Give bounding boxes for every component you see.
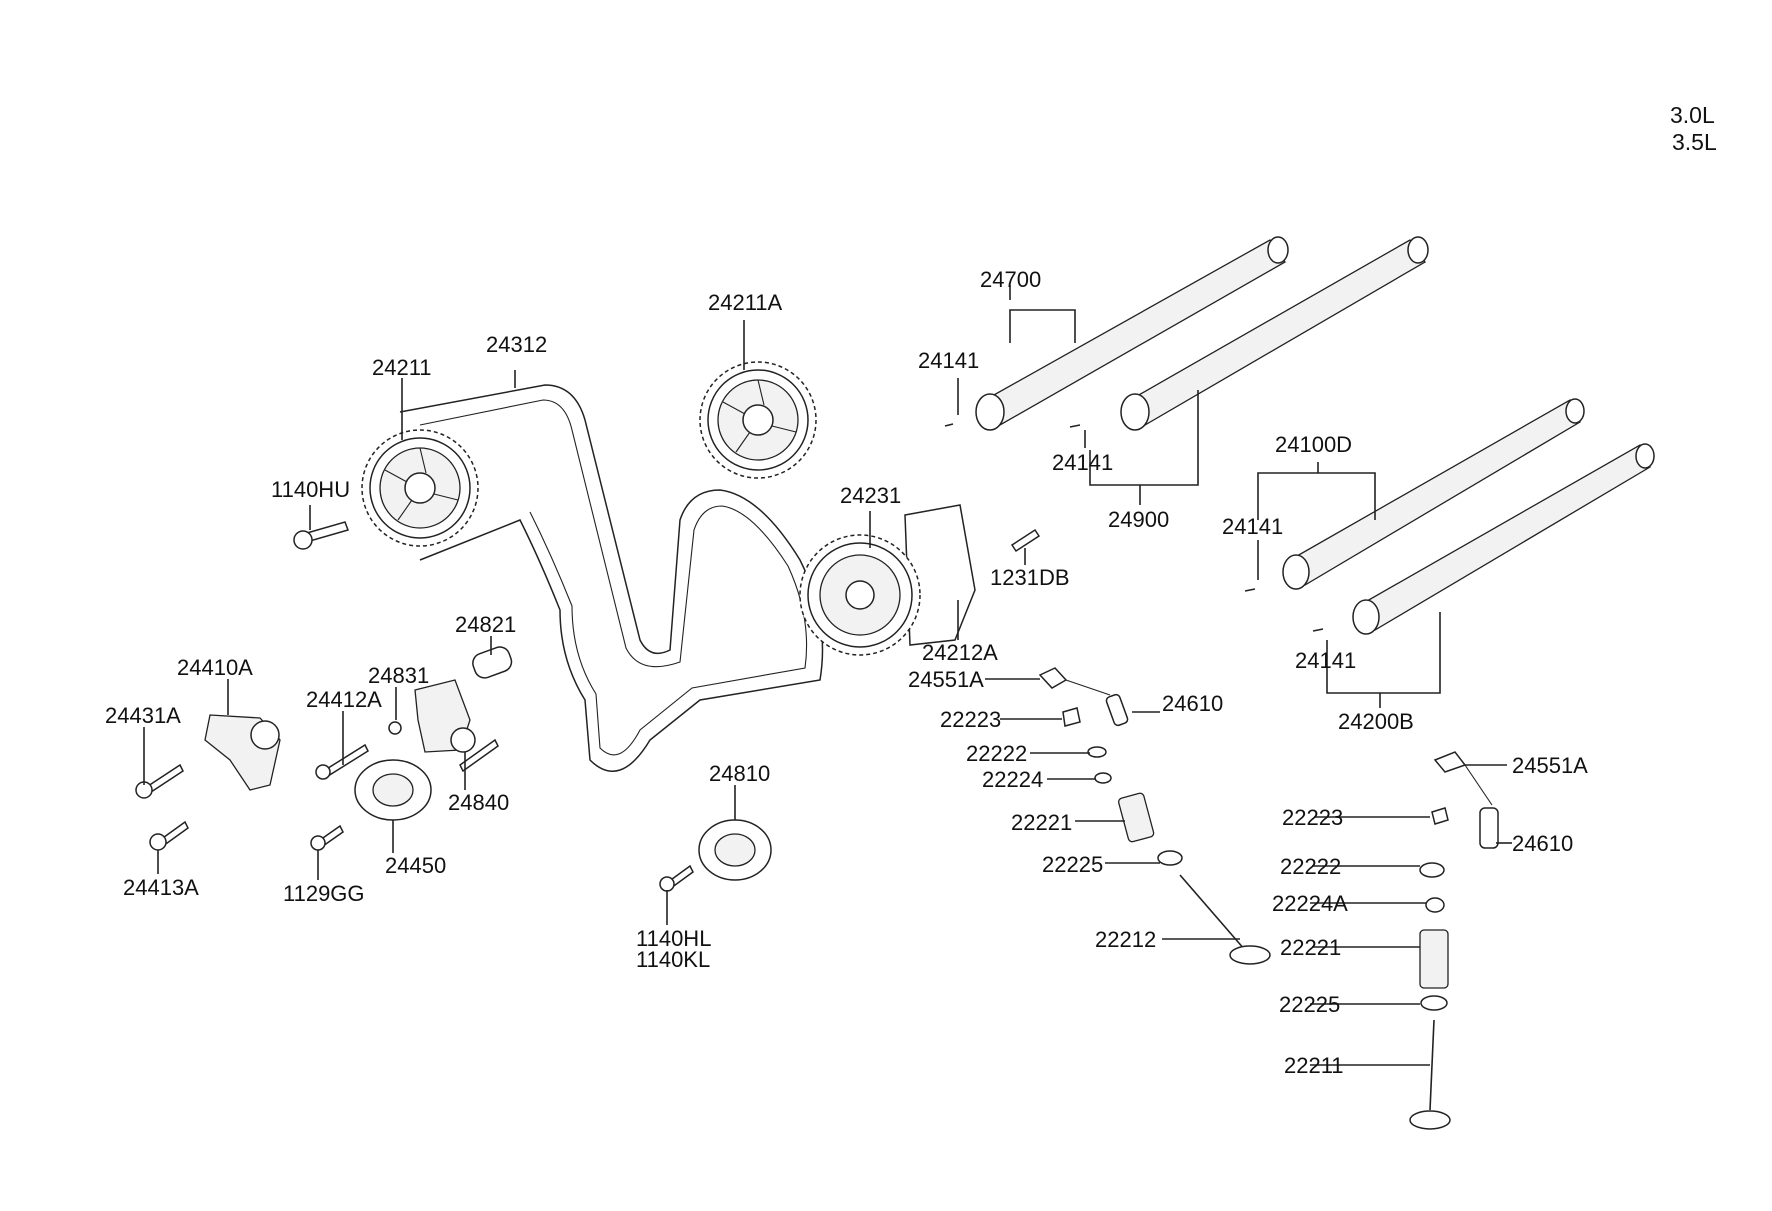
label-24840[interactable]: 24840 (448, 790, 509, 815)
label-22223-a[interactable]: 22223 (940, 707, 1001, 732)
label-24450[interactable]: 24450 (385, 853, 446, 878)
label-24100d[interactable]: 24100D (1275, 432, 1352, 457)
camshaft-24100d (1282, 398, 1585, 590)
label-22221-b[interactable]: 22221 (1280, 935, 1341, 960)
label-24610-a[interactable]: 24610 (1162, 691, 1223, 716)
label-24900[interactable]: 24900 (1108, 507, 1169, 532)
crankshaft-sprocket-24231 (799, 504, 976, 656)
label-24212a[interactable]: 24212A (922, 640, 998, 665)
label-24831[interactable]: 24831 (368, 663, 429, 688)
label-24551a-b[interactable]: 24551A (1512, 753, 1588, 778)
label-1140hu[interactable]: 1140HU (271, 477, 350, 502)
valve-train-intake (1038, 667, 1271, 965)
bolts (135, 521, 1041, 892)
label-22223-b[interactable]: 22223 (1282, 805, 1343, 830)
idler-pulley-24450 (354, 759, 432, 821)
label-24231[interactable]: 24231 (840, 483, 901, 508)
tensioner-assembly (204, 646, 513, 791)
label-22221-a[interactable]: 22221 (1011, 810, 1072, 835)
label-22222-b[interactable]: 22222 (1280, 854, 1341, 879)
label-24431a[interactable]: 24431A (105, 703, 181, 728)
label-24141-d[interactable]: 24141 (1295, 648, 1356, 673)
label-24412a[interactable]: 24412A (306, 687, 382, 712)
label-24211a[interactable]: 24211A (708, 290, 783, 315)
label-24413a[interactable]: 24413A (123, 875, 199, 900)
leader-lines (143, 285, 1512, 1066)
label-22224a[interactable]: 22224A (1272, 891, 1348, 916)
label-1231db[interactable]: 1231DB (990, 565, 1070, 590)
label-1129gg[interactable]: 1129GG (283, 881, 365, 906)
idler-pulley-24810 (698, 819, 772, 881)
valve-train-exhaust (1409, 751, 1499, 1130)
camshaft-24700 (975, 236, 1289, 431)
label-22211[interactable]: 22211 (1284, 1053, 1344, 1078)
label-22225-b[interactable]: 22225 (1279, 992, 1340, 1017)
label-1140kl[interactable]: 1140KL (636, 947, 710, 972)
engine-variant-3-0l: 3.0L (1670, 102, 1715, 128)
label-22224[interactable]: 22224 (982, 767, 1043, 792)
camshaft-sprocket-24211a (699, 361, 817, 479)
camshaft-24900 (1120, 236, 1429, 431)
camshaft-24200b (1352, 443, 1655, 635)
label-24141-b[interactable]: 24141 (1052, 450, 1113, 475)
label-1140hl[interactable]: 1140HL (636, 926, 711, 951)
label-24312[interactable]: 24312 (486, 332, 547, 357)
label-22225-a[interactable]: 22225 (1042, 852, 1103, 877)
label-24410a[interactable]: 24410A (177, 655, 253, 680)
label-24211[interactable]: 24211 (372, 355, 432, 380)
label-22212[interactable]: 22212 (1095, 927, 1156, 952)
label-24200b[interactable]: 24200B (1338, 709, 1414, 734)
label-24141-a[interactable]: 24141 (918, 348, 979, 373)
engine-variant-3-5l: 3.5L (1672, 129, 1717, 155)
label-24700[interactable]: 24700 (980, 267, 1041, 292)
dowel-pins-24141 (944, 423, 1324, 632)
label-22222-a[interactable]: 22222 (966, 741, 1027, 766)
label-24141-c[interactable]: 24141 (1222, 514, 1283, 539)
label-24821[interactable]: 24821 (455, 612, 516, 637)
label-24610-b[interactable]: 24610 (1512, 831, 1573, 856)
camshaft-sprocket-24211 (361, 429, 479, 547)
part-labels: 24700 24141 24141 24900 24100D 24141 241… (105, 267, 1588, 1078)
label-24551a-a[interactable]: 24551A (908, 667, 984, 692)
label-24810[interactable]: 24810 (709, 761, 770, 786)
